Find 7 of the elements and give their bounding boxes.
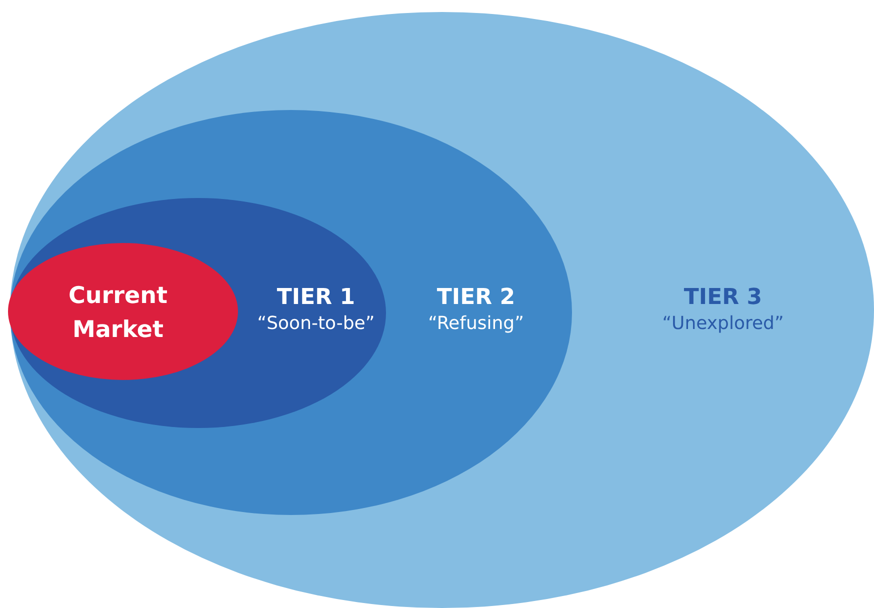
tier-heading: TIER 1 [276,284,356,312]
tier-heading: TIER 3 [684,284,762,312]
tier-subtitle: “Soon-to-be” [257,312,375,336]
tier-subtitle: “Refusing” [428,312,524,336]
market-label: Current Market [68,282,168,345]
tier-subtitle: “Unexplored” [662,312,784,336]
tier-heading: TIER 2 [436,284,516,312]
